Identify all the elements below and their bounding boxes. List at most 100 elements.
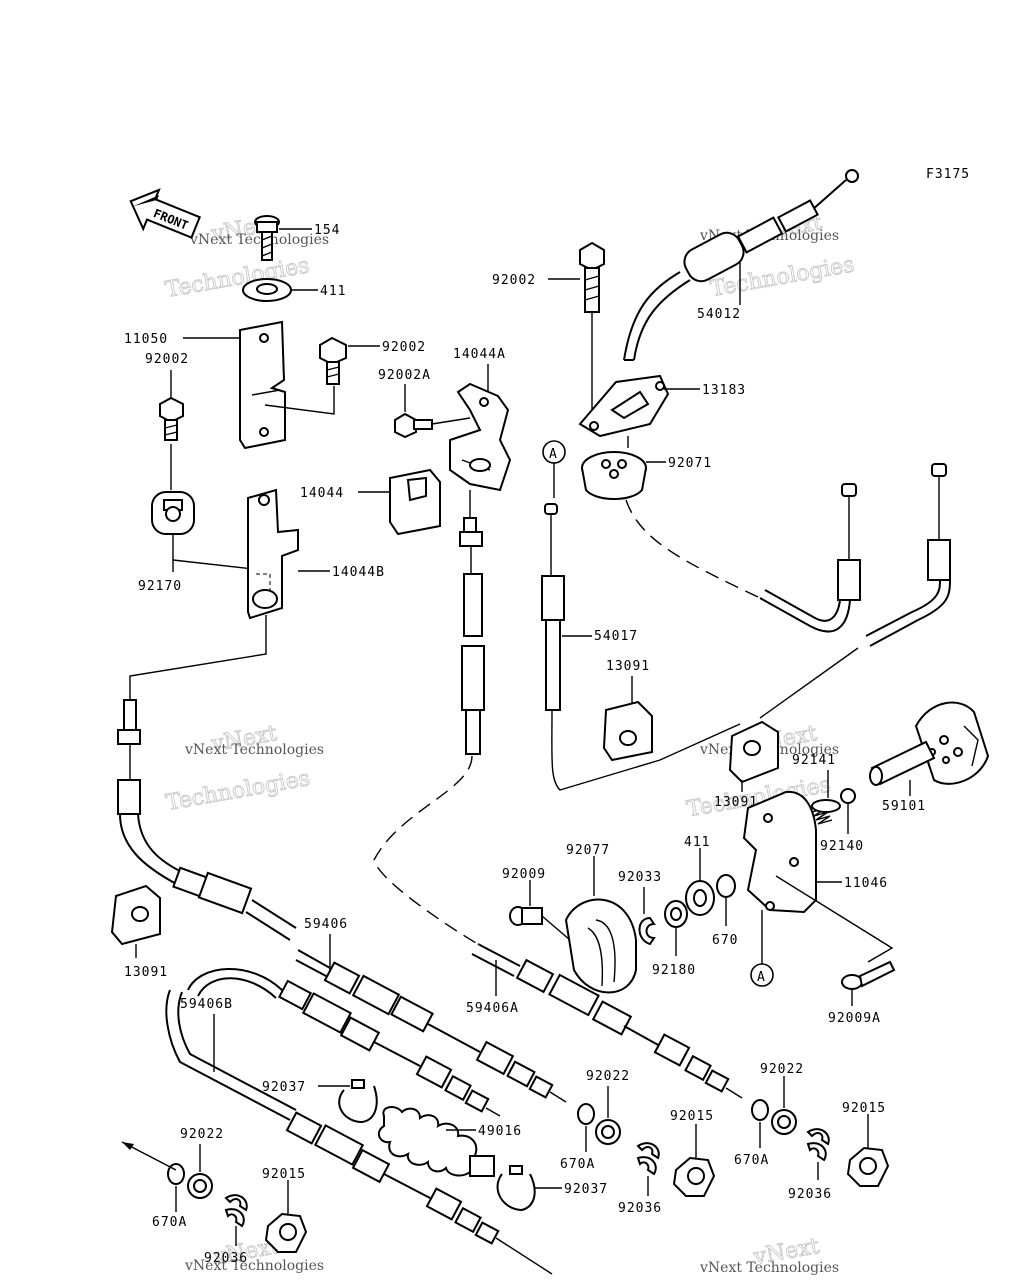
part-label-92015-a: 92015 — [262, 1167, 306, 1182]
part-label-92036-b: 92036 — [618, 1201, 662, 1216]
nut-92015-center-icon — [672, 1156, 716, 1197]
part-label-92141: 92141 — [792, 753, 836, 768]
washer-411-icon — [242, 278, 292, 302]
part-label-14044A: 14044A — [453, 347, 506, 362]
part-label-13091-a: 13091 — [124, 965, 168, 980]
part-label-670A-c: 670A — [734, 1153, 769, 1168]
part-label-59406: 59406 — [304, 917, 348, 932]
bolt-154-icon — [254, 215, 280, 261]
part-label-59406A: 59406A — [466, 1001, 519, 1016]
part-label-92077: 92077 — [566, 843, 610, 858]
watermark-mid-left: vNext Technologies — [164, 721, 313, 817]
part-label-92033: 92033 — [618, 870, 662, 885]
shaft-59101-icon — [869, 701, 990, 786]
part-label-670A-a: 670A — [152, 1215, 187, 1230]
knob-92077-icon — [564, 898, 637, 994]
part-label-92036-c: 92036 — [788, 1187, 832, 1202]
part-label-92002-b: 92002 — [145, 352, 189, 367]
oring-670A-left-icon — [167, 1163, 185, 1185]
bolt-92002A-icon — [394, 412, 433, 439]
part-label-14044: 14044 — [300, 486, 344, 501]
part-label-54017: 54017 — [594, 629, 638, 644]
cotter-92036-right-icon — [806, 1128, 830, 1162]
part-label-92002-c: 92002 — [492, 273, 536, 288]
screw-92009A-icon — [841, 960, 896, 990]
plate-11046-icon — [742, 790, 817, 914]
cable-59406A-icon — [471, 943, 743, 1099]
part-label-154: 154 — [314, 223, 340, 238]
twin-cable-ends-icon — [759, 463, 951, 647]
cable-59406-icon — [295, 949, 567, 1103]
part-label-59406B: 59406B — [180, 997, 233, 1012]
snapring-92033-icon — [638, 916, 656, 946]
svg-text:A: A — [549, 447, 557, 462]
part-label-92015-b: 92015 — [670, 1109, 714, 1124]
boot-49016-icon — [377, 1106, 495, 1177]
front-arrow-icon: FRONT — [129, 188, 202, 239]
bolt-92002-top-icon — [579, 241, 605, 313]
part-label-92002A: 92002A — [378, 368, 431, 383]
part-label-49016: 49016 — [478, 1124, 522, 1139]
clip-13091-center-icon — [602, 700, 653, 762]
bracket-14044B-icon — [247, 488, 299, 620]
bracket-14044A-icon — [449, 382, 512, 492]
washer-411-knob-icon — [685, 880, 715, 916]
part-label-670A-b: 670A — [560, 1157, 595, 1172]
part-label-92002-a: 92002 — [382, 340, 426, 355]
part-label-411-b: 411 — [684, 835, 710, 850]
nut-92015-right-icon — [846, 1146, 890, 1187]
part-label-92037-a: 92037 — [262, 1080, 306, 1095]
nut-92015-left-icon — [264, 1212, 308, 1253]
part-label-92170: 92170 — [138, 579, 182, 594]
cable-59406B-icon — [165, 968, 553, 1275]
part-label-11050: 11050 — [124, 332, 168, 347]
ball-92140-icon — [840, 788, 856, 804]
part-label-92071: 92071 — [668, 456, 712, 471]
washer-92022-center-icon — [595, 1119, 621, 1145]
part-label-13091-c: 13091 — [714, 795, 758, 810]
part-label-54012: 54012 — [697, 307, 741, 322]
cable-54012-icon — [623, 169, 859, 361]
clamp-92037-upper-icon — [338, 1079, 378, 1124]
washer-92180-icon — [664, 900, 688, 928]
oring-670A-center-icon — [577, 1103, 595, 1125]
clip-13091-left-icon — [110, 884, 161, 946]
cotter-92036-center-icon — [636, 1142, 660, 1176]
svg-text:A: A — [757, 970, 765, 985]
clip-13091-right-icon — [728, 720, 779, 784]
part-label-92037-b: 92037 — [564, 1182, 608, 1197]
part-label-92022-b: 92022 — [586, 1069, 630, 1084]
part-label-11046: 11046 — [844, 876, 888, 891]
oring-670-icon — [716, 874, 736, 898]
part-label-670: 670 — [712, 933, 738, 948]
part-label-59101: 59101 — [882, 799, 926, 814]
callout-a-lower: A — [750, 963, 774, 987]
part-label-411: 411 — [320, 284, 346, 299]
part-label-14044B: 14044B — [332, 565, 385, 580]
part-label-92009A: 92009A — [828, 1011, 881, 1026]
clamp-14044-icon — [389, 468, 441, 536]
cable-59406-left-icon — [117, 699, 297, 941]
cable-54017-icon — [541, 503, 565, 711]
bolt-92002-left-icon — [159, 396, 184, 441]
cable-center-icon — [459, 490, 485, 755]
part-label-92140: 92140 — [820, 839, 864, 854]
grommet-92071-icon — [581, 451, 647, 500]
part-label-92015-c: 92015 — [842, 1101, 886, 1116]
part-label-13091-b: 13091 — [606, 659, 650, 674]
svg-text:Technologies: Technologies — [164, 766, 312, 816]
oring-670A-right-icon — [751, 1099, 769, 1121]
watermark-small: vNext Technologies — [189, 232, 329, 248]
spring-92141-icon — [811, 799, 841, 825]
washer-92022-left-icon — [187, 1173, 213, 1199]
watermark-small: vNext Technologies — [184, 742, 324, 758]
callout-a-top: A — [542, 440, 566, 464]
figure-code: F3175 — [926, 167, 970, 182]
plate-13183-icon — [578, 374, 670, 438]
watermark-small: vNext Technologies — [699, 1260, 839, 1276]
bolt-92002-icon — [319, 336, 347, 385]
part-label-92009: 92009 — [502, 867, 546, 882]
part-label-92022-c: 92022 — [760, 1062, 804, 1077]
